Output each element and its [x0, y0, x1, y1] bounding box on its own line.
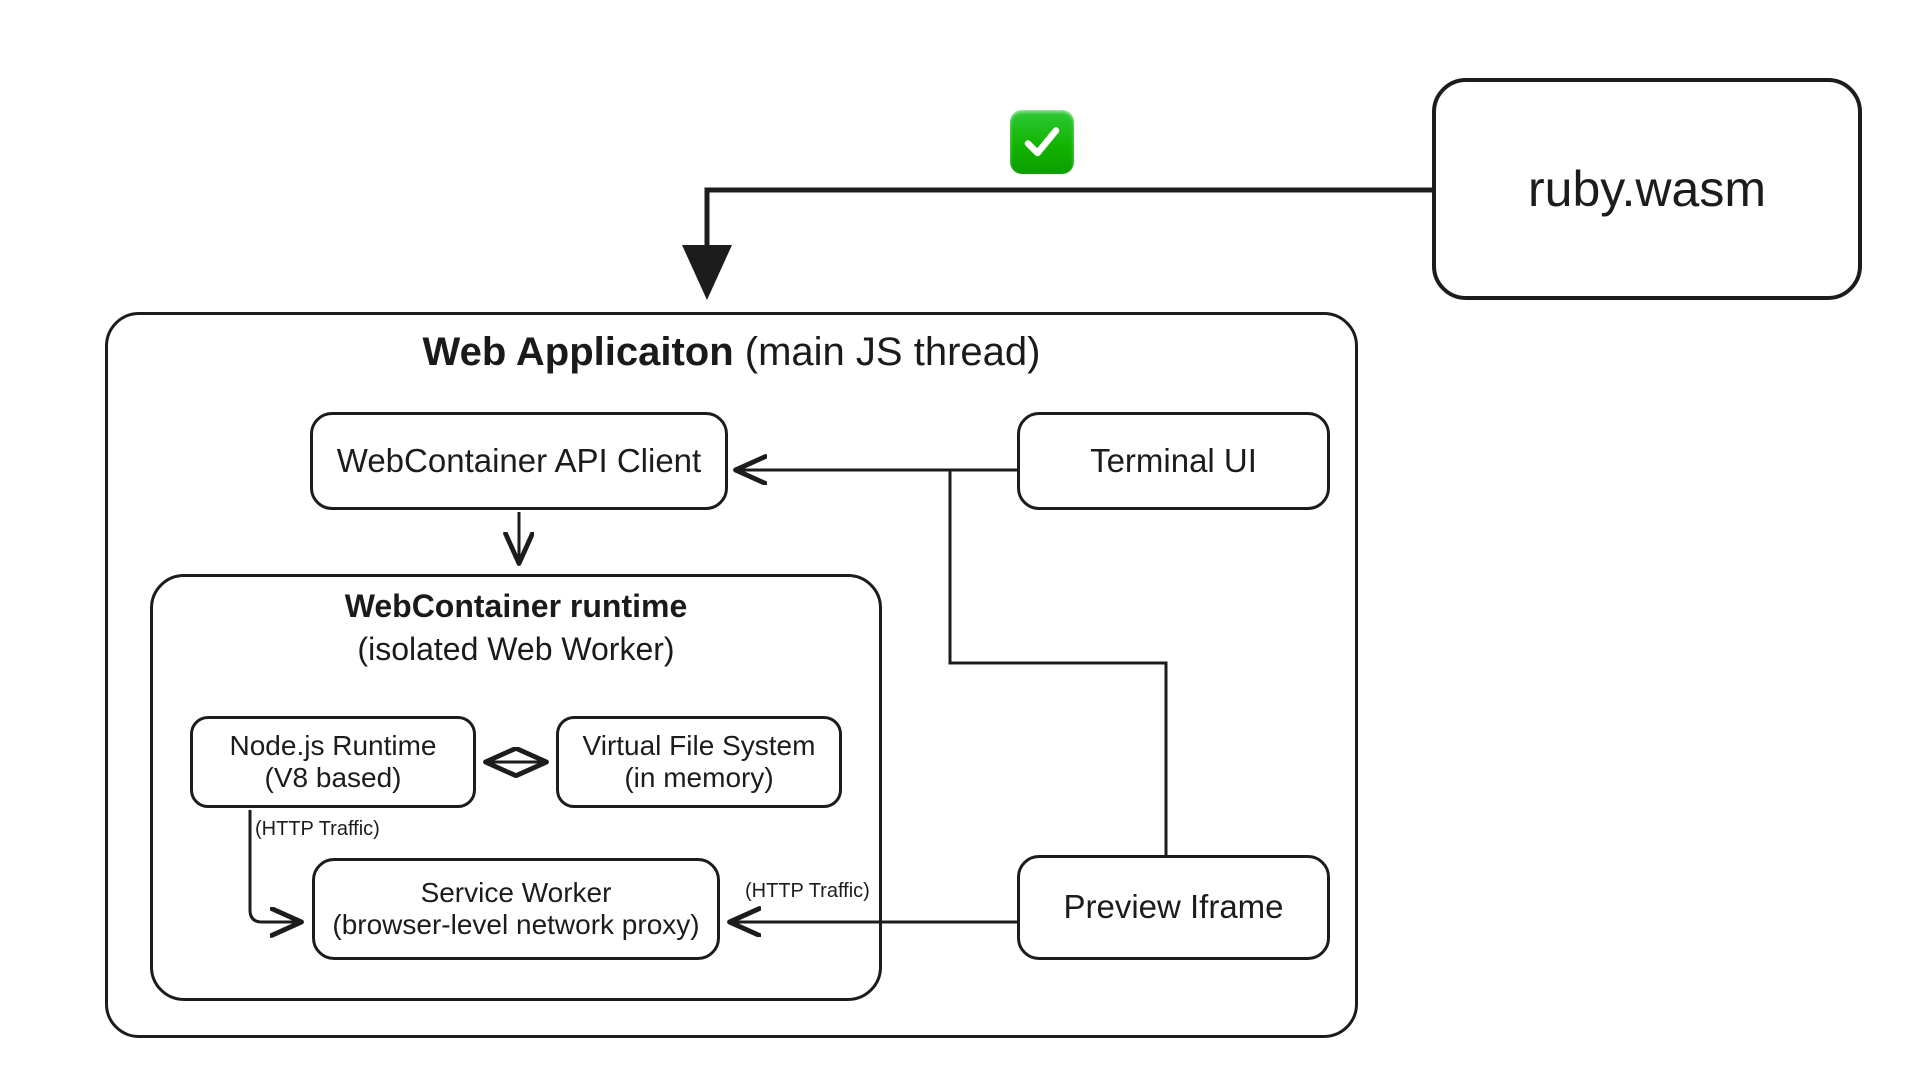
- web-application-title-rest: (main JS thread): [733, 330, 1041, 374]
- ruby-wasm-node[interactable]: ruby.wasm: [1432, 78, 1862, 300]
- nodejs-runtime-label-line2: (V8 based): [264, 762, 402, 793]
- edge-label-http-traffic-right: (HTTP Traffic): [745, 880, 870, 902]
- virtual-file-system-node[interactable]: Virtual File System (in memory): [556, 716, 842, 808]
- preview-iframe-label: Preview Iframe: [1063, 888, 1284, 926]
- nodejs-runtime-label-line1: Node.js Runtime: [229, 729, 437, 761]
- terminal-ui-label: Terminal UI: [1090, 441, 1257, 479]
- virtual-file-system-label-line1: Virtual File System: [582, 729, 816, 761]
- virtual-file-system-label-line2: (in memory): [624, 762, 774, 793]
- web-application-container: [105, 312, 1358, 1038]
- nodejs-runtime-node[interactable]: Node.js Runtime (V8 based): [190, 716, 476, 808]
- service-worker-label-line2: (browser-level network proxy): [332, 909, 700, 940]
- web-application-title: Web Applicaiton (main JS thread): [105, 330, 1358, 375]
- edge-label-http-traffic-left: (HTTP Traffic): [255, 818, 380, 840]
- ruby-wasm-label: ruby.wasm: [1527, 161, 1766, 217]
- terminal-ui-node[interactable]: Terminal UI: [1017, 412, 1330, 510]
- service-worker-label-line1: Service Worker: [420, 876, 612, 908]
- preview-iframe-node[interactable]: Preview Iframe: [1017, 855, 1330, 960]
- webcontainer-runtime-container: [150, 574, 882, 1001]
- white-check-mark-icon: [1010, 110, 1074, 174]
- service-worker-node[interactable]: Service Worker (browser-level network pr…: [312, 858, 720, 960]
- web-application-title-bold: Web Applicaiton: [422, 330, 734, 374]
- webcontainer-runtime-title-sub: (isolated Web Worker): [357, 631, 675, 667]
- webcontainer-api-client-label: WebContainer API Client: [336, 441, 702, 479]
- edge-ruby-to-webapp: [682, 187, 1432, 300]
- webcontainer-runtime-title: WebContainer runtime (isolated Web Worke…: [150, 588, 882, 668]
- webcontainer-api-client-node[interactable]: WebContainer API Client: [310, 412, 728, 510]
- webcontainer-runtime-title-main: WebContainer runtime: [344, 588, 688, 624]
